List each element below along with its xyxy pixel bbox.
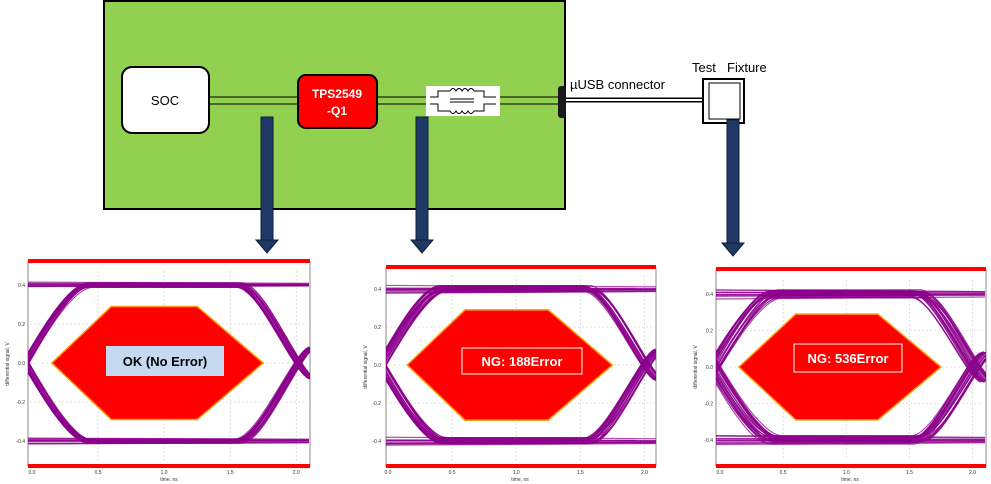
tps-label-line2: -Q1 — [327, 104, 347, 118]
eye-diagram-1: OK (No Error) 0.0 0.5 1.0 1.5 2.0 0.4 0.2 0.0 -0… — [5, 259, 311, 483]
test-fixture-inner — [708, 82, 741, 120]
y-tick-label: -0.2 — [16, 400, 25, 406]
arrow-to-eye-2 — [409, 116, 435, 254]
x-tick-label: 1.5 — [227, 470, 234, 476]
x-tick-label: 0.0 — [717, 470, 724, 476]
y-tick-label: 0.4 — [706, 292, 713, 298]
x-tick-label: 1.0 — [513, 470, 520, 476]
eye-2-ylabel: differential signal, V — [363, 345, 369, 389]
eye-rail — [386, 284, 656, 288]
eye-3-status-label: NG: 536Error — [808, 351, 889, 366]
eye-3-traces — [716, 289, 986, 446]
y-tick-label: 0.0 — [706, 365, 713, 371]
arrow-to-eye-1 — [254, 116, 280, 254]
eye-rail — [716, 296, 986, 300]
fixture-label-2: Fixture — [727, 60, 767, 75]
y-tick-label: 0.0 — [18, 361, 25, 367]
eye-1-bottom-limit-bar — [28, 464, 310, 468]
y-tick-label: -0.4 — [704, 438, 713, 444]
eye-rail — [386, 290, 656, 293]
arrow-to-eye-3 — [720, 119, 746, 257]
soc-block — [121, 66, 210, 134]
x-tick-label: 0.5 — [449, 470, 456, 476]
eye-1-traces — [28, 281, 310, 445]
eye-rail — [386, 441, 656, 444]
x-tick-label: 1.5 — [906, 470, 913, 476]
eye-2-traces — [386, 284, 656, 446]
eye-rail — [386, 436, 656, 440]
eye-rail — [716, 438, 986, 440]
common-mode-choke-icon — [426, 86, 500, 116]
x-tick-label: 0.5 — [780, 470, 787, 476]
arrows — [254, 116, 746, 257]
block-diagram: SOC TPS2549 -Q1 µUSB connector Test Fixt… — [103, 0, 767, 210]
eye-1-xlabel: time, ns — [160, 477, 178, 483]
y-tick-label: 0.0 — [374, 363, 381, 369]
soc-label: SOC — [151, 93, 179, 108]
eye-diagram-2: NG: 188Error 0.0 0.5 1.0 1.5 2.0 0.4 0.2 0.0 -0.… — [363, 265, 657, 483]
eye-2-status-label: NG: 188Error — [482, 354, 563, 369]
eye-3-top-limit-bar — [716, 267, 986, 271]
eye-rail — [28, 281, 310, 284]
eye-trace-low — [716, 354, 986, 439]
y-tick-label: -0.4 — [372, 439, 381, 445]
eye-rail — [386, 442, 656, 445]
eye-rail — [28, 441, 310, 444]
eye-1-status-label: OK (No Error) — [123, 354, 208, 369]
eye-trace-high — [28, 286, 310, 377]
eye-rail — [716, 440, 986, 444]
eye-3-ylabel: differential signal, V — [693, 345, 699, 389]
eye-rail — [716, 289, 986, 293]
y-tick-label: -0.2 — [704, 402, 713, 408]
eye-2-mask — [406, 309, 614, 421]
eye-3-bottom-limit-bar — [716, 464, 986, 468]
x-tick-label: 1.0 — [161, 470, 168, 476]
eye-2-top-limit-bar — [386, 265, 656, 269]
y-tick-label: -0.2 — [372, 401, 381, 407]
eye-3-ticks: 0.0 0.5 1.0 1.5 2.0 0.4 0.2 0.0 -0.2 -0.4 — [704, 292, 976, 476]
eye-2-ticks: 0.0 0.5 1.0 1.5 2.0 0.4 0.2 0.0 -0.2 -0.4 — [372, 287, 648, 476]
eye-trace-high — [386, 286, 656, 381]
y-tick-label: -0.4 — [16, 439, 25, 445]
eye-diagram-3: NG: 536Error 0.0 0.5 1.0 1.5 2.0 0.4 0.2 0.0 -0.… — [693, 267, 987, 483]
y-tick-label: 0.2 — [706, 329, 713, 335]
x-tick-label: 1.0 — [843, 470, 850, 476]
eye-1-top-limit-bar — [28, 259, 310, 263]
x-tick-label: 0.5 — [95, 470, 102, 476]
eye-rail — [28, 282, 310, 285]
tps2549-q1-block — [297, 74, 378, 129]
eye-1-ylabel: differential signal, V — [5, 342, 11, 386]
usb-connector — [558, 86, 566, 118]
eye-rail — [716, 294, 986, 297]
x-tick-label: 0.0 — [385, 470, 392, 476]
eye-2-bottom-limit-bar — [386, 464, 656, 468]
eye-1-status-box — [106, 346, 224, 376]
eye-3-xlabel: time, ns — [841, 477, 859, 483]
eye-3-status-box — [793, 343, 903, 373]
y-tick-label: 0.2 — [18, 322, 25, 328]
eye-rail — [386, 290, 656, 294]
eye-rail — [716, 435, 986, 439]
tps-label-line1: TPS2549 — [312, 87, 362, 101]
x-tick-label: 2.0 — [641, 470, 648, 476]
connector-label: µUSB connector — [570, 77, 666, 92]
eye-2-status-box — [461, 347, 583, 375]
y-tick-label: 0.2 — [374, 325, 381, 331]
fixture-label-1: Test — [692, 60, 716, 75]
eye-rail — [386, 442, 656, 446]
eye-rail — [386, 289, 656, 291]
eye-rail — [28, 437, 310, 441]
x-tick-label: 0.0 — [29, 470, 36, 476]
y-tick-label: 0.4 — [18, 283, 25, 289]
y-tick-label: 0.4 — [374, 287, 381, 293]
eye-2-xlabel: time, ns — [511, 477, 529, 483]
x-tick-label: 1.5 — [577, 470, 584, 476]
x-tick-label: 2.0 — [293, 470, 300, 476]
eye-1-ticks: 0.0 0.5 1.0 1.5 2.0 0.4 0.2 0.0 -0.2 -0.4 — [16, 283, 300, 476]
eye-rail — [28, 285, 310, 288]
eye-3-mask — [737, 313, 943, 421]
x-tick-label: 2.0 — [969, 470, 976, 476]
eye-rail — [716, 442, 986, 446]
